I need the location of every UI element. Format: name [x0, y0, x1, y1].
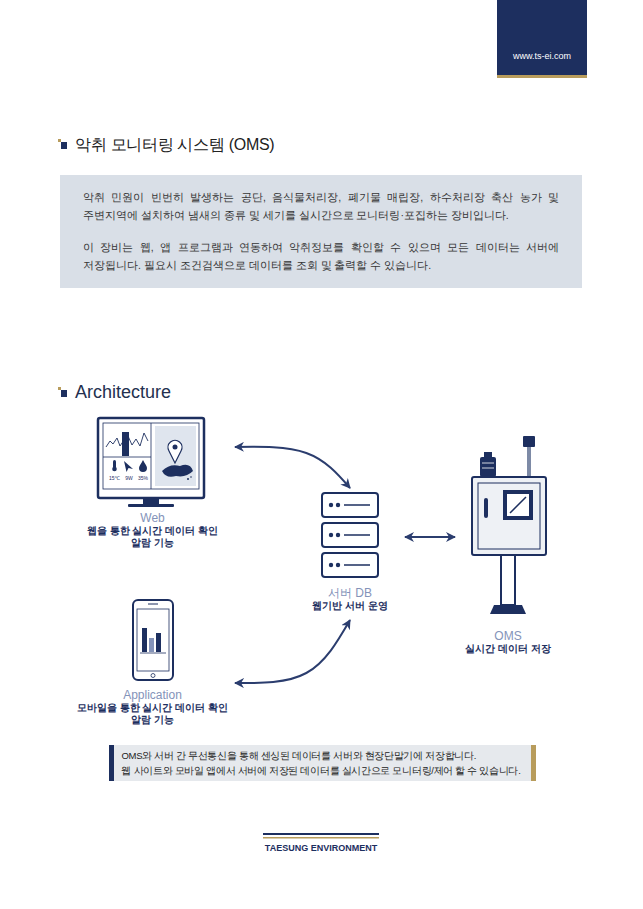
- monitor-illustration: [98, 418, 204, 507]
- connector-arrow: [235, 620, 350, 683]
- monitor-illustration-part: [139, 460, 147, 472]
- node-description: 실시간 데이터 저장: [455, 643, 561, 655]
- server-illustration-part: [344, 504, 370, 506]
- footer-rule-part: [263, 837, 379, 839]
- oms-device-illustration-part: [484, 498, 488, 518]
- server-illustration-part: [344, 534, 370, 536]
- section-icon-part: [58, 387, 61, 390]
- connector-arrow: [235, 447, 350, 488]
- monitor-illustration-part: [173, 445, 178, 450]
- server-illustration-part: [336, 563, 340, 567]
- header-band: www.ts-ei.com: [497, 0, 587, 78]
- company-name: TAESUNG ENVIRONMENT: [265, 843, 377, 853]
- monitor-illustration-part: [168, 440, 182, 463]
- screen-reading: 9W: [125, 475, 133, 481]
- intro-paragraph: 악취 민원이 빈번히 발생하는 공단, 음식물처리장, 폐기물 매립장, 하수처…: [83, 188, 559, 224]
- oms-device-illustration: [472, 436, 546, 614]
- phone-illustration-part: [140, 653, 166, 654]
- server-illustration-part: [322, 553, 378, 577]
- title-icon: [58, 139, 67, 149]
- server-illustration-part: [329, 503, 333, 507]
- monitor-illustration-part: [143, 498, 159, 505]
- oms-device-illustration-part: [478, 483, 540, 549]
- page-title: 악취 모니터링 시스템 (OMS): [75, 136, 274, 154]
- server-illustration-part: [329, 533, 333, 537]
- intro-panel: 악취 민원이 빈번히 발생하는 공단, 음식물처리장, 폐기물 매립장, 하수처…: [60, 175, 582, 288]
- oms-device-illustration-part: [482, 468, 494, 469]
- footer-rule-part: [263, 833, 379, 835]
- node-title: OMS: [455, 629, 561, 643]
- monitor-illustration-part: [155, 426, 196, 486]
- monitor-illustration-part: [103, 457, 151, 458]
- title-icon-part: [61, 142, 67, 149]
- server-illustration-part: [344, 564, 370, 566]
- oms-device-illustration-part: [507, 494, 529, 516]
- section-heading: Architecture: [75, 382, 171, 402]
- phone-illustration: [133, 600, 173, 680]
- monitor-illustration-part: [103, 423, 199, 489]
- oms-device-illustration-part: [503, 490, 533, 520]
- intro-paragraph: 이 장비는 웹, 앱 프로그램과 연동하여 악취정보를 확인할 수 있으며 모든…: [83, 238, 559, 274]
- node-title: 서버 DB: [295, 586, 405, 600]
- server-illustration-part: [322, 523, 378, 547]
- node-description: 모바일을 통한 실시간 데이터 확인 알람 기능: [75, 702, 231, 726]
- connector-arrow: [405, 536, 455, 538]
- server-illustration-part: [336, 503, 340, 507]
- note-text: OMS와 서버 간 무선통신을 통해 센싱된 데이터를 서버와 현장단말기에 저…: [121, 748, 520, 763]
- phone-illustration-part: [137, 609, 169, 671]
- monitor-illustration-part: [151, 423, 152, 489]
- oms-device-illustration-part: [490, 605, 526, 614]
- node-description: 웹을 통한 실시간 데이터 확인 알람 기능: [85, 525, 221, 549]
- screen-reading: 15℃: [109, 475, 120, 481]
- server-illustration-part: [322, 493, 378, 517]
- oms-device-illustration-part: [510, 497, 526, 513]
- screen-reading: 35%: [138, 475, 148, 481]
- oms-device-illustration-part: [484, 452, 492, 457]
- monitor-illustration-part: [124, 461, 133, 472]
- section-icon: [58, 387, 67, 397]
- node-description: 웹기반 서버 운영: [295, 600, 405, 612]
- monitor-illustration-part: [106, 433, 148, 447]
- monitor-illustration-part: [187, 478, 189, 480]
- server-db: 서버 DB웹기반 서버 운영: [295, 488, 405, 620]
- footer-rule: [263, 833, 379, 839]
- title-icon-part: [58, 139, 61, 142]
- oms-device-illustration-part: [501, 555, 515, 605]
- phone-illustration-part: [142, 628, 147, 652]
- note-box: OMS와 서버 간 무선통신을 통해 센싱된 데이터를 서버와 현장단말기에 저…: [109, 745, 535, 781]
- oms-device-illustration-part: [527, 446, 531, 477]
- monitor-illustration-part: [190, 476, 192, 478]
- note-text: 웹 사이트와 모바일 앱에서 서버에 저장된 데이터를 실시간으로 모니터링/제…: [121, 763, 520, 778]
- web-client: Web웹을 통한 실시간 데이터 확인 알람 기능: [70, 412, 235, 557]
- node-title: Application: [70, 688, 235, 702]
- oms-device-illustration-part: [482, 463, 494, 464]
- phone-illustration-part: [151, 674, 155, 678]
- phone-illustration-part: [156, 633, 161, 652]
- oms-device-illustration-part: [480, 457, 496, 477]
- oms-device: OMS실시간 데이터 저장: [455, 430, 561, 663]
- phone-illustration-part: [148, 604, 158, 605]
- oms-device-illustration-part: [523, 436, 535, 447]
- url-text: www.ts-ei.com: [513, 51, 571, 61]
- phone-illustration-part: [133, 600, 173, 680]
- server-illustration-part: [336, 533, 340, 537]
- section-icon-part: [61, 390, 67, 397]
- phone-illustration-part: [149, 638, 154, 652]
- monitor-illustration-part: [98, 418, 204, 498]
- monitor-illustration-part: [162, 465, 193, 477]
- mobile-app: Application모바일을 통한 실시간 데이터 확인 알람 기능: [70, 596, 235, 734]
- monitor-illustration-part: [128, 504, 174, 507]
- server-illustration: [322, 493, 378, 577]
- monitor-illustration-part: [112, 467, 117, 472]
- oms-device-illustration-part: [472, 477, 546, 555]
- server-illustration-part: [329, 563, 333, 567]
- node-title: Web: [70, 511, 235, 525]
